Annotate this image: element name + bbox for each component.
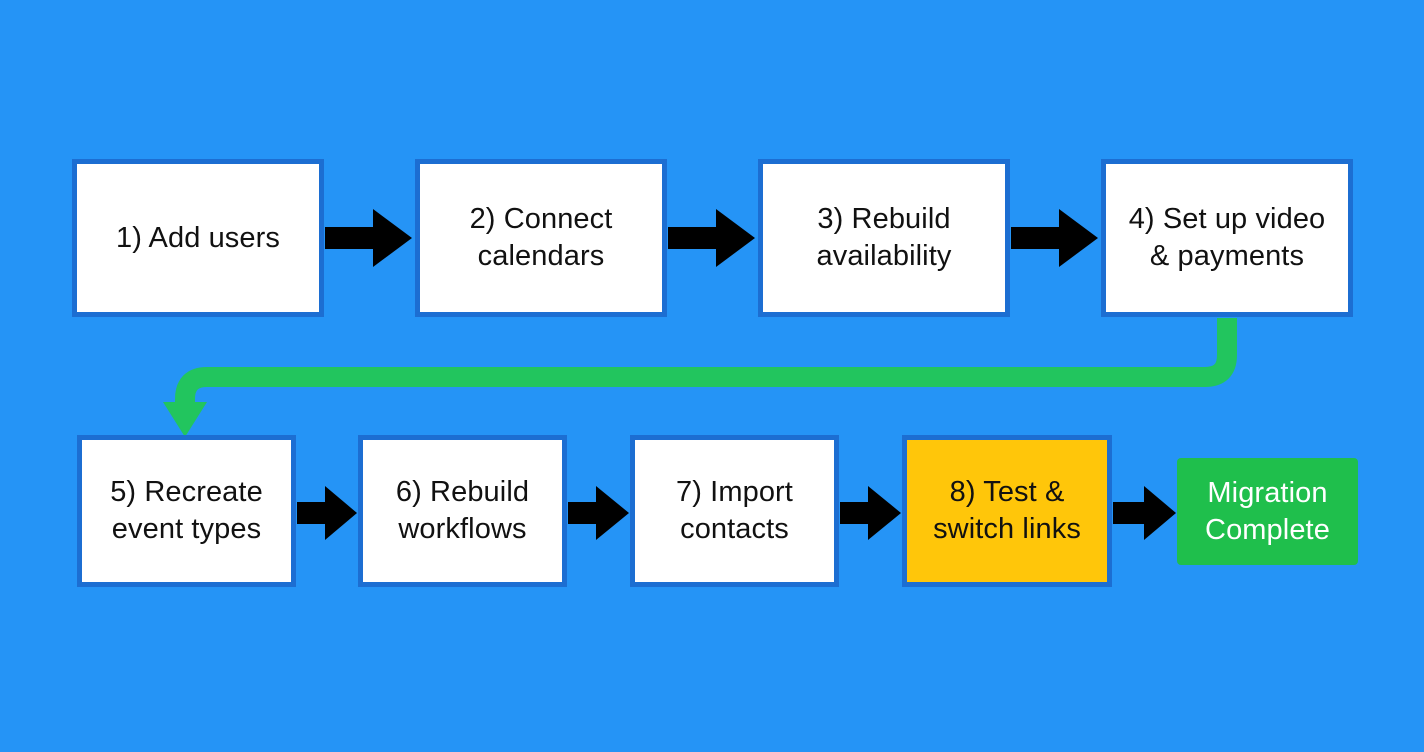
step-box-5: 5) Recreate event types xyxy=(77,435,296,587)
step-box-6: 6) Rebuild workflows xyxy=(358,435,567,587)
step-box-1: 1) Add users xyxy=(72,159,324,317)
arrow-3-4 xyxy=(1011,209,1098,267)
step-label-1: 1) Add users xyxy=(115,221,280,254)
connector-4-5 xyxy=(163,318,1237,437)
arrow-5-6 xyxy=(297,486,357,540)
step-label-4: 4) Set up video & payments xyxy=(1128,203,1326,272)
migration-complete-box: Migration Complete xyxy=(1177,458,1358,565)
step-label-5: 5) Recreate event types xyxy=(110,476,263,545)
step-box-3: 3) Rebuild availability xyxy=(758,159,1010,317)
arrow-2-3 xyxy=(668,209,755,267)
step-box-7: 7) Import contacts xyxy=(630,435,839,587)
step-box-4: 4) Set up video & payments xyxy=(1101,159,1353,317)
step-box-8: 8) Test & switch links xyxy=(902,435,1112,587)
step-box-2: 2) Connect calendars xyxy=(415,159,667,317)
step-label-3: 3) Rebuild availability xyxy=(816,203,952,272)
step-label-6: 6) Rebuild workflows xyxy=(395,476,530,545)
migration-complete-label: Migration Complete xyxy=(1205,476,1330,546)
step-label-8: 8) Test & switch links xyxy=(933,476,1081,545)
arrow-7-8 xyxy=(840,486,901,540)
step-label-2: 2) Connect calendars xyxy=(469,203,613,272)
step-label-7: 7) Import contacts xyxy=(676,476,793,545)
arrow-1-2 xyxy=(325,209,412,267)
arrow-6-7 xyxy=(568,486,629,540)
arrow-8-final xyxy=(1113,486,1176,540)
